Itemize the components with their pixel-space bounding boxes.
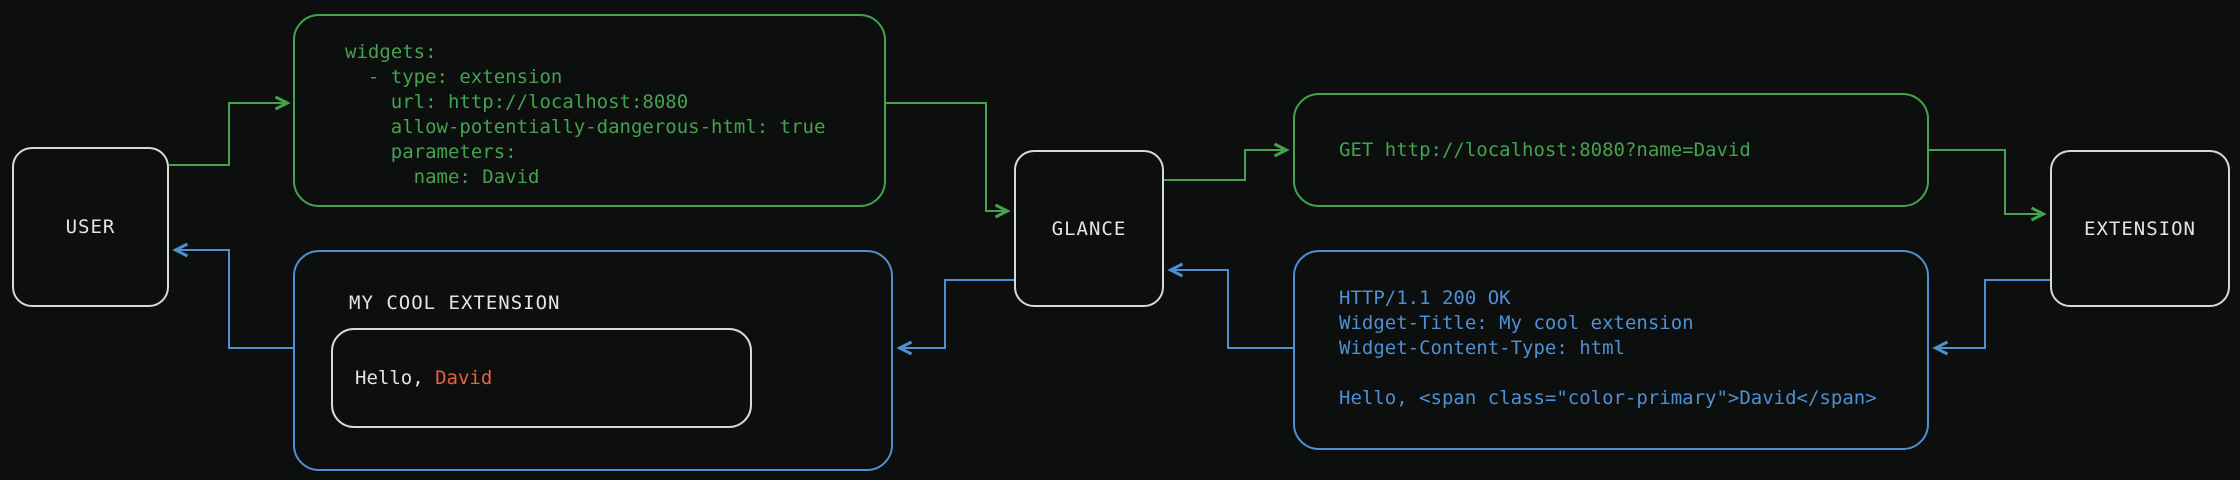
http-response-line: Widget-Title: My cool extension <box>1339 312 1694 334</box>
extension-node-label: EXTENSION <box>2084 217 2196 240</box>
glance-node: GLANCE <box>1014 150 1164 307</box>
arrow-response-to-glance <box>1172 270 1293 349</box>
config-yaml-line: widgets: <box>345 41 437 63</box>
widget-title: MY COOL EXTENSION <box>349 292 561 314</box>
http-request-box: GET http://localhost:8080?name=David <box>1293 93 1929 207</box>
config-yaml-box: widgets: - type: extension url: http://l… <box>293 14 886 207</box>
http-response-line: Hello, <span class="color-primary">David… <box>1339 387 1877 409</box>
http-response-box: HTTP/1.1 200 OK Widget-Title: My cool ex… <box>1293 250 1929 450</box>
http-response-line: Widget-Content-Type: html <box>1339 337 1625 359</box>
config-yaml-line: name: David <box>345 166 540 188</box>
http-response-code: HTTP/1.1 200 OK Widget-Title: My cool ex… <box>1339 286 1927 411</box>
extension-node: EXTENSION <box>2050 150 2230 307</box>
arrow-config-to-glance <box>886 102 1006 211</box>
arrow-extension-to-response <box>1937 279 2050 348</box>
rendered-widget-box: MY COOL EXTENSION Hello, David <box>293 250 893 471</box>
arrow-glance-to-request <box>1164 150 1285 181</box>
user-node: USER <box>12 147 169 307</box>
user-node-label: USER <box>65 216 116 238</box>
config-yaml-line: allow-potentially-dangerous-html: true <box>345 116 826 138</box>
http-response-line <box>1339 361 1927 386</box>
arrow-widget-to-user <box>177 250 293 349</box>
config-yaml-line: - type: extension <box>345 66 563 88</box>
glance-node-label: GLANCE <box>1051 217 1127 240</box>
config-yaml-code: widgets: - type: extension url: http://l… <box>345 40 884 190</box>
http-response-line: HTTP/1.1 200 OK <box>1339 287 1511 309</box>
arrow-glance-to-widget <box>901 279 1014 348</box>
arrow-user-to-config <box>169 103 286 166</box>
config-yaml-line: url: http://localhost:8080 <box>345 91 689 113</box>
greeting-name: David <box>435 367 493 389</box>
greeting-prefix: Hello, <box>355 367 436 389</box>
config-yaml-line: parameters: <box>345 141 517 163</box>
arrow-request-to-extension <box>1929 149 2042 214</box>
widget-greeting-box: Hello, David <box>331 328 752 428</box>
http-request-line: GET http://localhost:8080?name=David <box>1339 139 1751 161</box>
